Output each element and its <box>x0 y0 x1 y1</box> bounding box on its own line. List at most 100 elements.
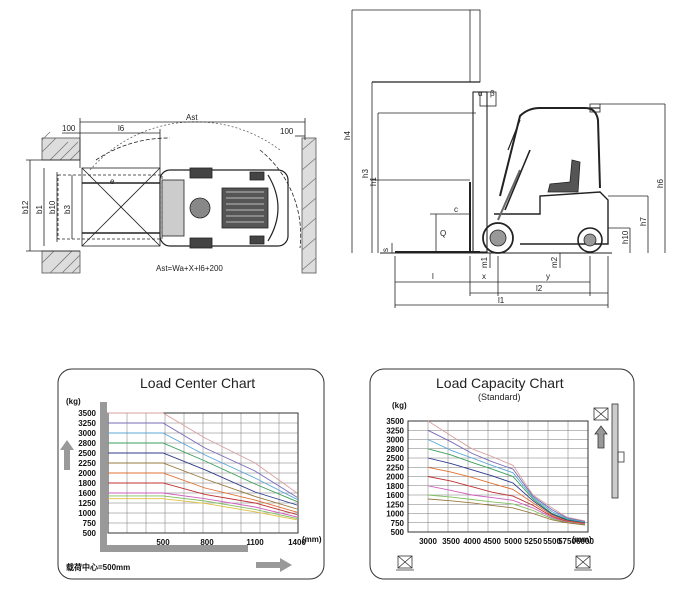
label-s: s <box>381 248 390 252</box>
series-line-1 <box>108 422 298 498</box>
y-tick-label: 2800 <box>78 439 96 448</box>
pallet-icon-right <box>574 555 592 571</box>
y-tick-label: 1800 <box>386 482 404 491</box>
y-tick-label: 1800 <box>78 479 96 488</box>
y-tick-label: 3000 <box>78 429 96 438</box>
y-tick-label: 1000 <box>386 510 404 519</box>
label-m2: m2 <box>550 256 559 268</box>
y-tick-label: 3500 <box>78 409 96 418</box>
x-tick-label: 5250 <box>524 537 542 546</box>
y-tick-label: 3500 <box>386 417 404 426</box>
label-h3: h3 <box>361 169 370 178</box>
y-unit-right: (kg) <box>392 401 407 410</box>
left-wall <box>41 131 81 274</box>
load-capacity-series <box>427 420 586 526</box>
label-b12: b12 <box>21 200 30 214</box>
series-line-0 <box>427 420 586 522</box>
load-capacity-grid <box>407 420 589 533</box>
series-line-7 <box>108 482 298 516</box>
x-tick-label: 500 <box>156 538 170 547</box>
x-tick-label: 4500 <box>483 537 501 546</box>
y-tick-label: 3250 <box>386 426 404 435</box>
overhead-guard <box>499 107 601 197</box>
x-tick-label: 1100 <box>246 538 264 547</box>
chart-title-left: Load Center Chart <box>140 375 255 391</box>
label-ast: Ast <box>186 113 198 122</box>
y-tick-label: 2500 <box>78 449 96 458</box>
y-tick-label: 2000 <box>386 473 404 482</box>
load-center-series <box>108 412 298 521</box>
label-l2: l2 <box>536 284 543 293</box>
truck-body-top <box>159 167 289 249</box>
series-line-7 <box>427 485 586 525</box>
label-100-left: 100 <box>62 124 76 133</box>
load-center-y-ticks: 3500325030002800250022502000180016001250… <box>78 409 96 538</box>
truck-body-side <box>494 191 609 245</box>
label-h4: h4 <box>343 131 352 140</box>
x-tick-label: 3000 <box>419 537 437 546</box>
y-tick-label: 750 <box>391 519 405 528</box>
y-tick-label: 2250 <box>78 459 96 468</box>
series-line-4 <box>108 452 298 506</box>
series-line-2 <box>427 439 586 523</box>
turning-arc-right <box>259 149 302 249</box>
series-line-10 <box>108 498 298 521</box>
chart-subtitle-right: (Standard) <box>478 392 521 402</box>
x-tick-label: 4000 <box>463 537 481 546</box>
right-arrow-icon <box>256 558 292 572</box>
series-line-6 <box>108 472 298 513</box>
label-h10: h10 <box>621 230 630 244</box>
x-tick-label: 6000 <box>576 537 594 546</box>
pallet-icon-left <box>396 555 414 571</box>
label-q: Q <box>440 229 446 238</box>
series-line-0 <box>108 412 298 494</box>
label-y: y <box>546 272 550 281</box>
y-tick-label: 1250 <box>386 500 404 509</box>
x-tick-label: 5000 <box>504 537 522 546</box>
load-capacity-y-ticks: 3500325030002800250022502000180016001250… <box>386 417 404 537</box>
y-tick-label: 2500 <box>386 454 404 463</box>
rear-wheel <box>577 227 603 253</box>
label-h6: h6 <box>656 179 665 188</box>
label-x: x <box>482 272 486 281</box>
top-view-labels: Ast 100 100 l6 b12 b1 b10 b3 e Ast=Wa+X+… <box>21 113 294 273</box>
y-tick-label: 1250 <box>78 499 96 508</box>
label-100-right: 100 <box>280 127 294 136</box>
top-view-drawing <box>26 118 317 274</box>
label-m1: m1 <box>480 256 489 268</box>
x-tick-label: 1400 <box>288 538 306 547</box>
label-formula: Ast=Wa+X+l6+200 <box>156 264 223 273</box>
label-alpha: α <box>478 89 483 98</box>
load-center-x-ticks: 500 800 1100 1400 <box>156 538 306 547</box>
mast-extended <box>469 9 481 83</box>
side-view-labels: h4 h3 h1 h6 h7 h10 c Q s m1 m2 l x y l2 … <box>343 89 665 305</box>
y-tick-label: 2000 <box>78 469 96 478</box>
x-tick-label: 800 <box>200 538 214 547</box>
label-h1: h1 <box>369 177 378 186</box>
x-tick-label: 5750 <box>558 537 576 546</box>
series-line-3 <box>427 448 586 524</box>
series-line-3 <box>108 442 298 503</box>
y-tick-label: 3000 <box>386 436 404 445</box>
series-line-6 <box>427 476 586 525</box>
y-tick-label: 2250 <box>386 463 404 472</box>
y-tick-label: 1000 <box>78 509 96 518</box>
series-line-1 <box>427 429 586 523</box>
x-unit-left: (mm) <box>302 535 322 544</box>
label-c: c <box>454 205 458 214</box>
y-tick-label: 500 <box>83 529 97 538</box>
label-b1: b1 <box>35 205 44 214</box>
series-line-5 <box>427 466 586 524</box>
seat <box>547 159 581 193</box>
y-tick-label: 1600 <box>78 489 96 498</box>
series-line-5 <box>108 462 298 510</box>
y-tick-label: 500 <box>391 528 405 537</box>
label-b10: b10 <box>48 200 57 214</box>
y-unit-left: (kg) <box>66 397 81 406</box>
label-l6: l6 <box>118 124 125 133</box>
label-e: e <box>110 177 115 186</box>
label-l1: l1 <box>498 296 505 305</box>
series-line-9 <box>427 498 586 526</box>
